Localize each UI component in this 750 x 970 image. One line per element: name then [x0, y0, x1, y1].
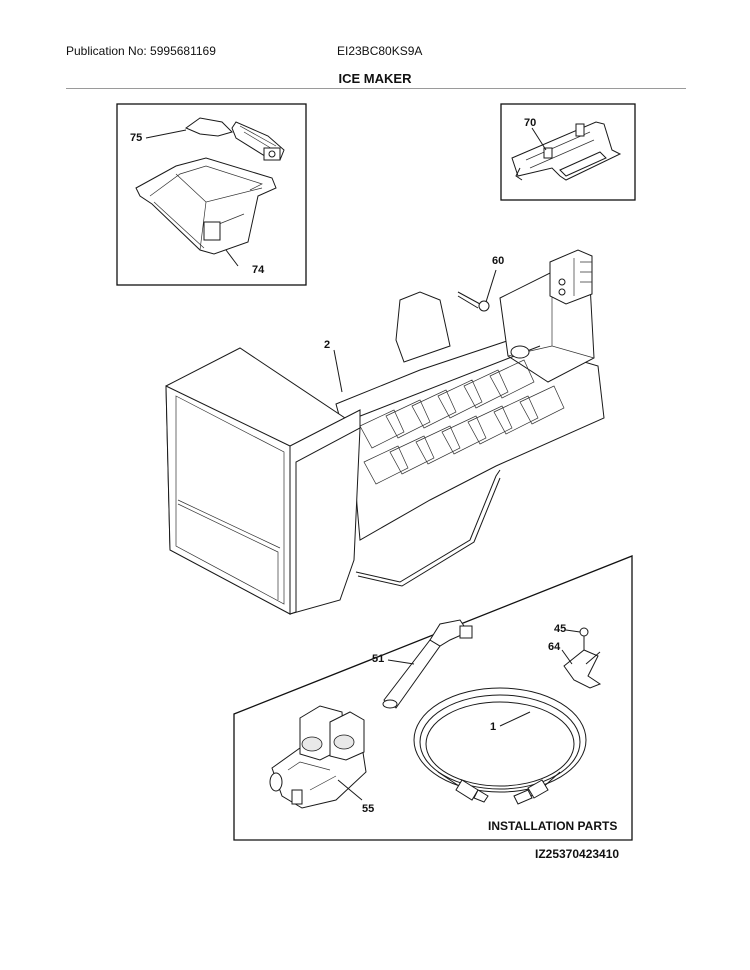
bracket-frame — [500, 103, 636, 201]
header-rule — [66, 88, 686, 89]
water-line-part-1 — [413, 687, 587, 805]
ice-bin-frame — [116, 103, 307, 286]
callout-70: 70 — [524, 117, 536, 129]
ice-maker-assembly-part-2: 60 2 — [165, 249, 605, 615]
callout-2: 2 — [324, 339, 330, 351]
publication-number: Publication No: 5995681169 — [66, 44, 216, 58]
bin-cover-part-75 — [184, 117, 285, 161]
mounting-bracket-part-70 — [511, 121, 622, 181]
screw-part-60 — [457, 291, 490, 312]
installation-parts-label: INSTALLATION PARTS — [488, 819, 617, 833]
clamp-part-64 — [563, 649, 602, 689]
fill-tube-part-51 — [382, 619, 473, 709]
installation-frame — [233, 555, 633, 841]
callout-45: 45 — [554, 623, 566, 635]
callout-64: 64 — [548, 641, 561, 653]
ice-bin-box: 75 74 — [116, 103, 307, 286]
figure-id: IZ25370423410 — [535, 847, 619, 861]
installation-parts-panel: 51 45 64 1 — [233, 555, 633, 841]
callout-1: 1 — [490, 721, 496, 733]
water-valve-part-55 — [269, 705, 367, 809]
bracket-box: 70 — [500, 103, 636, 201]
callout-60: 60 — [492, 255, 504, 267]
ice-bin-part-74 — [135, 157, 277, 255]
model-number: EI23BC80KS9A — [337, 44, 423, 58]
section-title: ICE MAKER — [338, 71, 412, 86]
callout-51: 51 — [372, 653, 384, 665]
callout-75: 75 — [130, 132, 142, 144]
callout-55: 55 — [362, 803, 374, 815]
callout-74: 74 — [252, 264, 265, 276]
